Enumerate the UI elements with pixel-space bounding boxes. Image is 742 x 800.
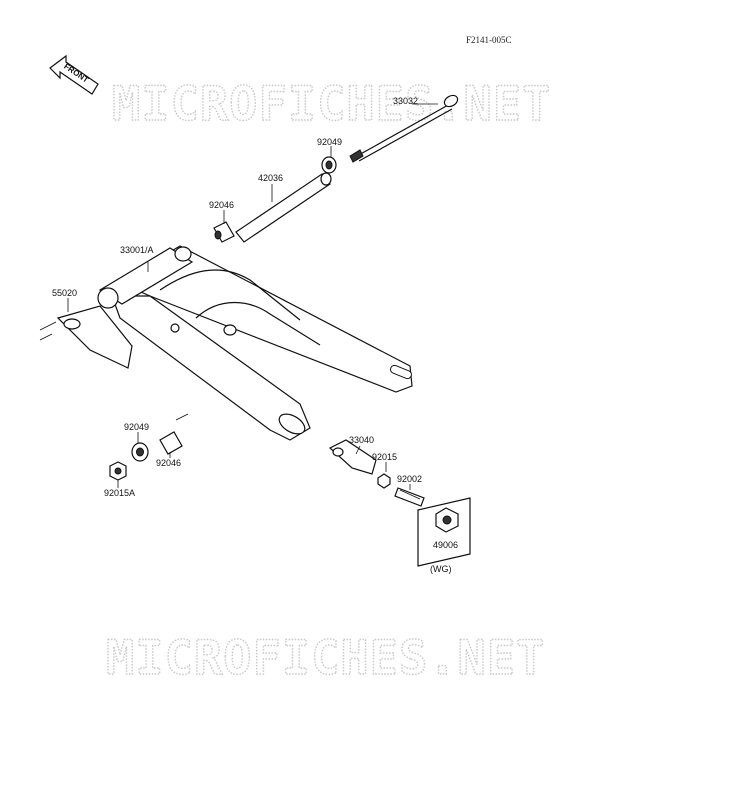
label-92002: 92002 xyxy=(397,474,422,484)
label-92049-low: 92049 xyxy=(124,422,149,432)
sleeve xyxy=(235,172,332,243)
variant-label: (WG) xyxy=(430,564,452,574)
variant-box xyxy=(417,497,471,567)
label-92049-top: 92049 xyxy=(317,137,342,147)
label-92015a: 92015A xyxy=(104,488,135,498)
collar-top xyxy=(321,156,337,174)
front-arrow-icon: FRONT xyxy=(49,54,99,95)
pivot-shaft xyxy=(349,94,459,163)
label-33040: 33040 xyxy=(349,435,374,445)
label-42036: 42036 xyxy=(258,173,283,183)
label-49006: 49006 xyxy=(433,540,458,550)
collar-low xyxy=(131,442,149,462)
watermark-bottom: MICROFICHES.NET xyxy=(106,631,545,686)
bearing-low xyxy=(159,413,189,455)
label-92015: 92015 xyxy=(372,452,397,462)
watermark-top: MICROFICHES.NET xyxy=(112,77,551,132)
label-92046-top: 92046 xyxy=(209,200,234,210)
swingarm xyxy=(97,245,413,441)
label-33001a: 33001/A xyxy=(120,245,154,255)
link-plate xyxy=(328,439,377,475)
nut-92015a xyxy=(109,461,127,481)
nut-92015 xyxy=(377,473,391,489)
label-55020: 55020 xyxy=(52,288,77,298)
bolt-92002 xyxy=(394,487,425,507)
label-33032: 33032 xyxy=(393,96,418,106)
bearing-top xyxy=(213,221,235,243)
figure-code: F2141-005C xyxy=(466,35,512,45)
chain-guard xyxy=(39,305,133,369)
label-92046-low: 92046 xyxy=(156,458,181,468)
